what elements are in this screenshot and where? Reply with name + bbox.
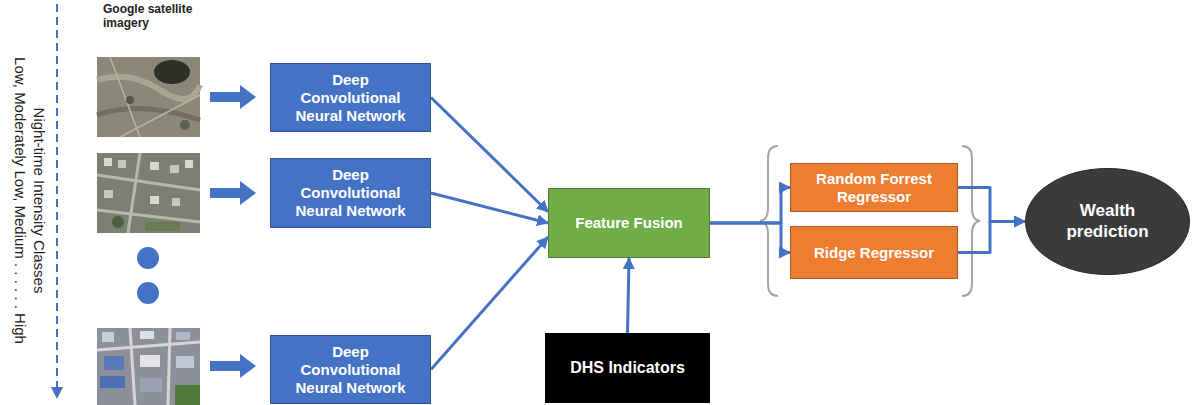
regressor-box: Random Forrest Regressor — [790, 163, 958, 212]
dashed-arrow — [56, 4, 58, 388]
ellipsis-dot — [137, 282, 159, 304]
node-text: Random Forrest Regressor — [804, 170, 944, 206]
node-text: Deep Convolutional Neural Network — [291, 166, 411, 220]
fusion-box: Feature Fusion — [548, 188, 710, 258]
regressor-box: Ridge Regressor — [790, 226, 958, 279]
arrow-connector — [710, 223, 790, 253]
arrow-connector — [710, 188, 790, 224]
arrow-connector — [958, 222, 1025, 253]
satellite-image — [97, 328, 200, 405]
arrow-head — [51, 387, 63, 399]
cnn-box: Deep Convolutional Neural Network — [270, 335, 431, 404]
arrow-connector — [431, 193, 548, 223]
ellipsis-dot — [137, 247, 159, 269]
axis-label: Low, Moderately Low, Medium . . . . . . … — [11, 57, 28, 344]
arrow-connector — [628, 258, 630, 333]
node-text: Feature Fusion — [575, 214, 683, 232]
curly-brace — [760, 146, 778, 296]
arrow-connector — [958, 188, 1025, 222]
data-source-box: DHS Indicators — [545, 333, 710, 403]
node-text: Deep Convolutional Neural Network — [291, 71, 411, 125]
block-arrow — [210, 354, 256, 378]
image-caption: Google satellite imagery — [103, 3, 213, 31]
block-arrow — [210, 85, 256, 109]
satellite-image — [97, 57, 200, 137]
cnn-box: Deep Convolutional Neural Network — [270, 158, 431, 228]
axis-label: Night-time Intensity Classes — [31, 107, 48, 293]
node-text: Deep Convolutional Neural Network — [291, 343, 411, 397]
arrow-connector — [431, 98, 548, 212]
block-arrow — [210, 181, 256, 205]
arrow-connector — [431, 237, 548, 370]
curly-brace — [962, 146, 980, 296]
satellite-image — [97, 153, 200, 233]
output-ellipse: Wealth prediction — [1025, 168, 1190, 275]
cnn-box: Deep Convolutional Neural Network — [270, 63, 431, 132]
node-text: Ridge Regressor — [814, 244, 934, 262]
node-text: Wealth prediction — [1053, 201, 1163, 242]
node-text: DHS Indicators — [570, 358, 685, 377]
